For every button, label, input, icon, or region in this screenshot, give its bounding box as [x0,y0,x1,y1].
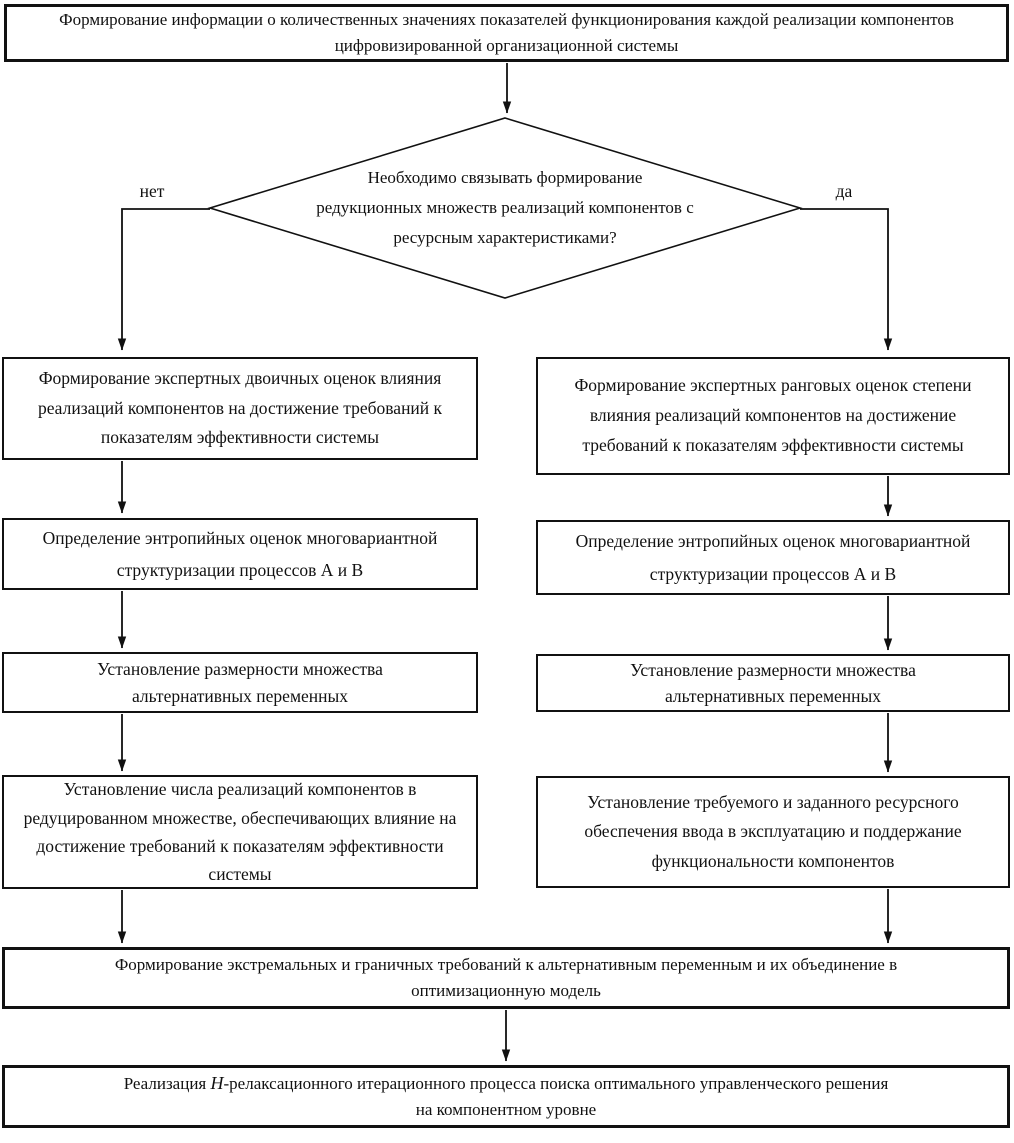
right-branch-step-4: Установление требуемого и заданного ресу… [536,776,1010,888]
decision-question: Необходимо связывать формирование редукц… [242,162,768,254]
arrow-decision-no [117,208,210,351]
final-box-suffix: -релаксационного итерационного процесса … [223,1073,889,1120]
decision-question-line: редукционных множеств реализаций компоне… [316,197,694,217]
left-branch-step-1: Формирование экспертных двоичных оценок … [2,357,478,460]
left-branch-step-2-text: Определение энтропийных оценок многовари… [42,527,438,580]
right-branch-step-4-text: Установление требуемого и заданного ресу… [584,791,962,871]
merge-box-text: Формирование экстремальных и граничных т… [114,955,898,1000]
left-branch-step-2: Определение энтропийных оценок многовари… [2,518,478,590]
left-branch-step-3-text: Установление размерности множества альте… [97,659,383,706]
right-branch-step-1-text: Формирование экспертных ранговых оценок … [574,375,972,455]
final-box-prefix: Реализация [123,1073,211,1093]
no-branch-label: нет [139,181,165,201]
title-box: Формирование информации о количественных… [4,4,1009,62]
left-branch-step-1-text: Формирование экспертных двоичных оценок … [37,367,443,448]
decision-diamond [207,117,803,299]
right-branch-step-1: Формирование экспертных ранговых оценок … [536,357,1010,475]
title-box-text: Формирование информации о количественных… [59,10,954,55]
final-box: Реализация H-релаксационного итерационно… [2,1065,1010,1128]
decision-question-line: ресурсным характеристиками? [393,228,617,248]
left-branch-step-4: Установление числа реализаций компоненто… [2,775,478,889]
h-variable: H [210,1072,224,1093]
yes-branch-label: да [835,181,853,201]
right-branch-step-2: Определение энтропийных оценок многовари… [536,520,1010,595]
right-branch-step-2-text: Определение энтропийных оценок многовари… [575,531,971,584]
right-branch-step-3-text: Установление размерности множества альте… [630,659,916,706]
arrow-decision-yes [800,208,893,351]
decision-question-line: Необходимо связывать формирование [367,167,643,187]
merge-box: Формирование экстремальных и граничных т… [2,947,1010,1009]
final-box-text: Реализация H-релаксационного итерационно… [115,1070,897,1123]
left-branch-step-3: Установление размерности множества альте… [2,652,478,713]
left-branch-step-4-text: Установление числа реализаций компоненто… [23,779,457,885]
right-branch-step-3: Установление размерности множества альте… [536,654,1010,712]
